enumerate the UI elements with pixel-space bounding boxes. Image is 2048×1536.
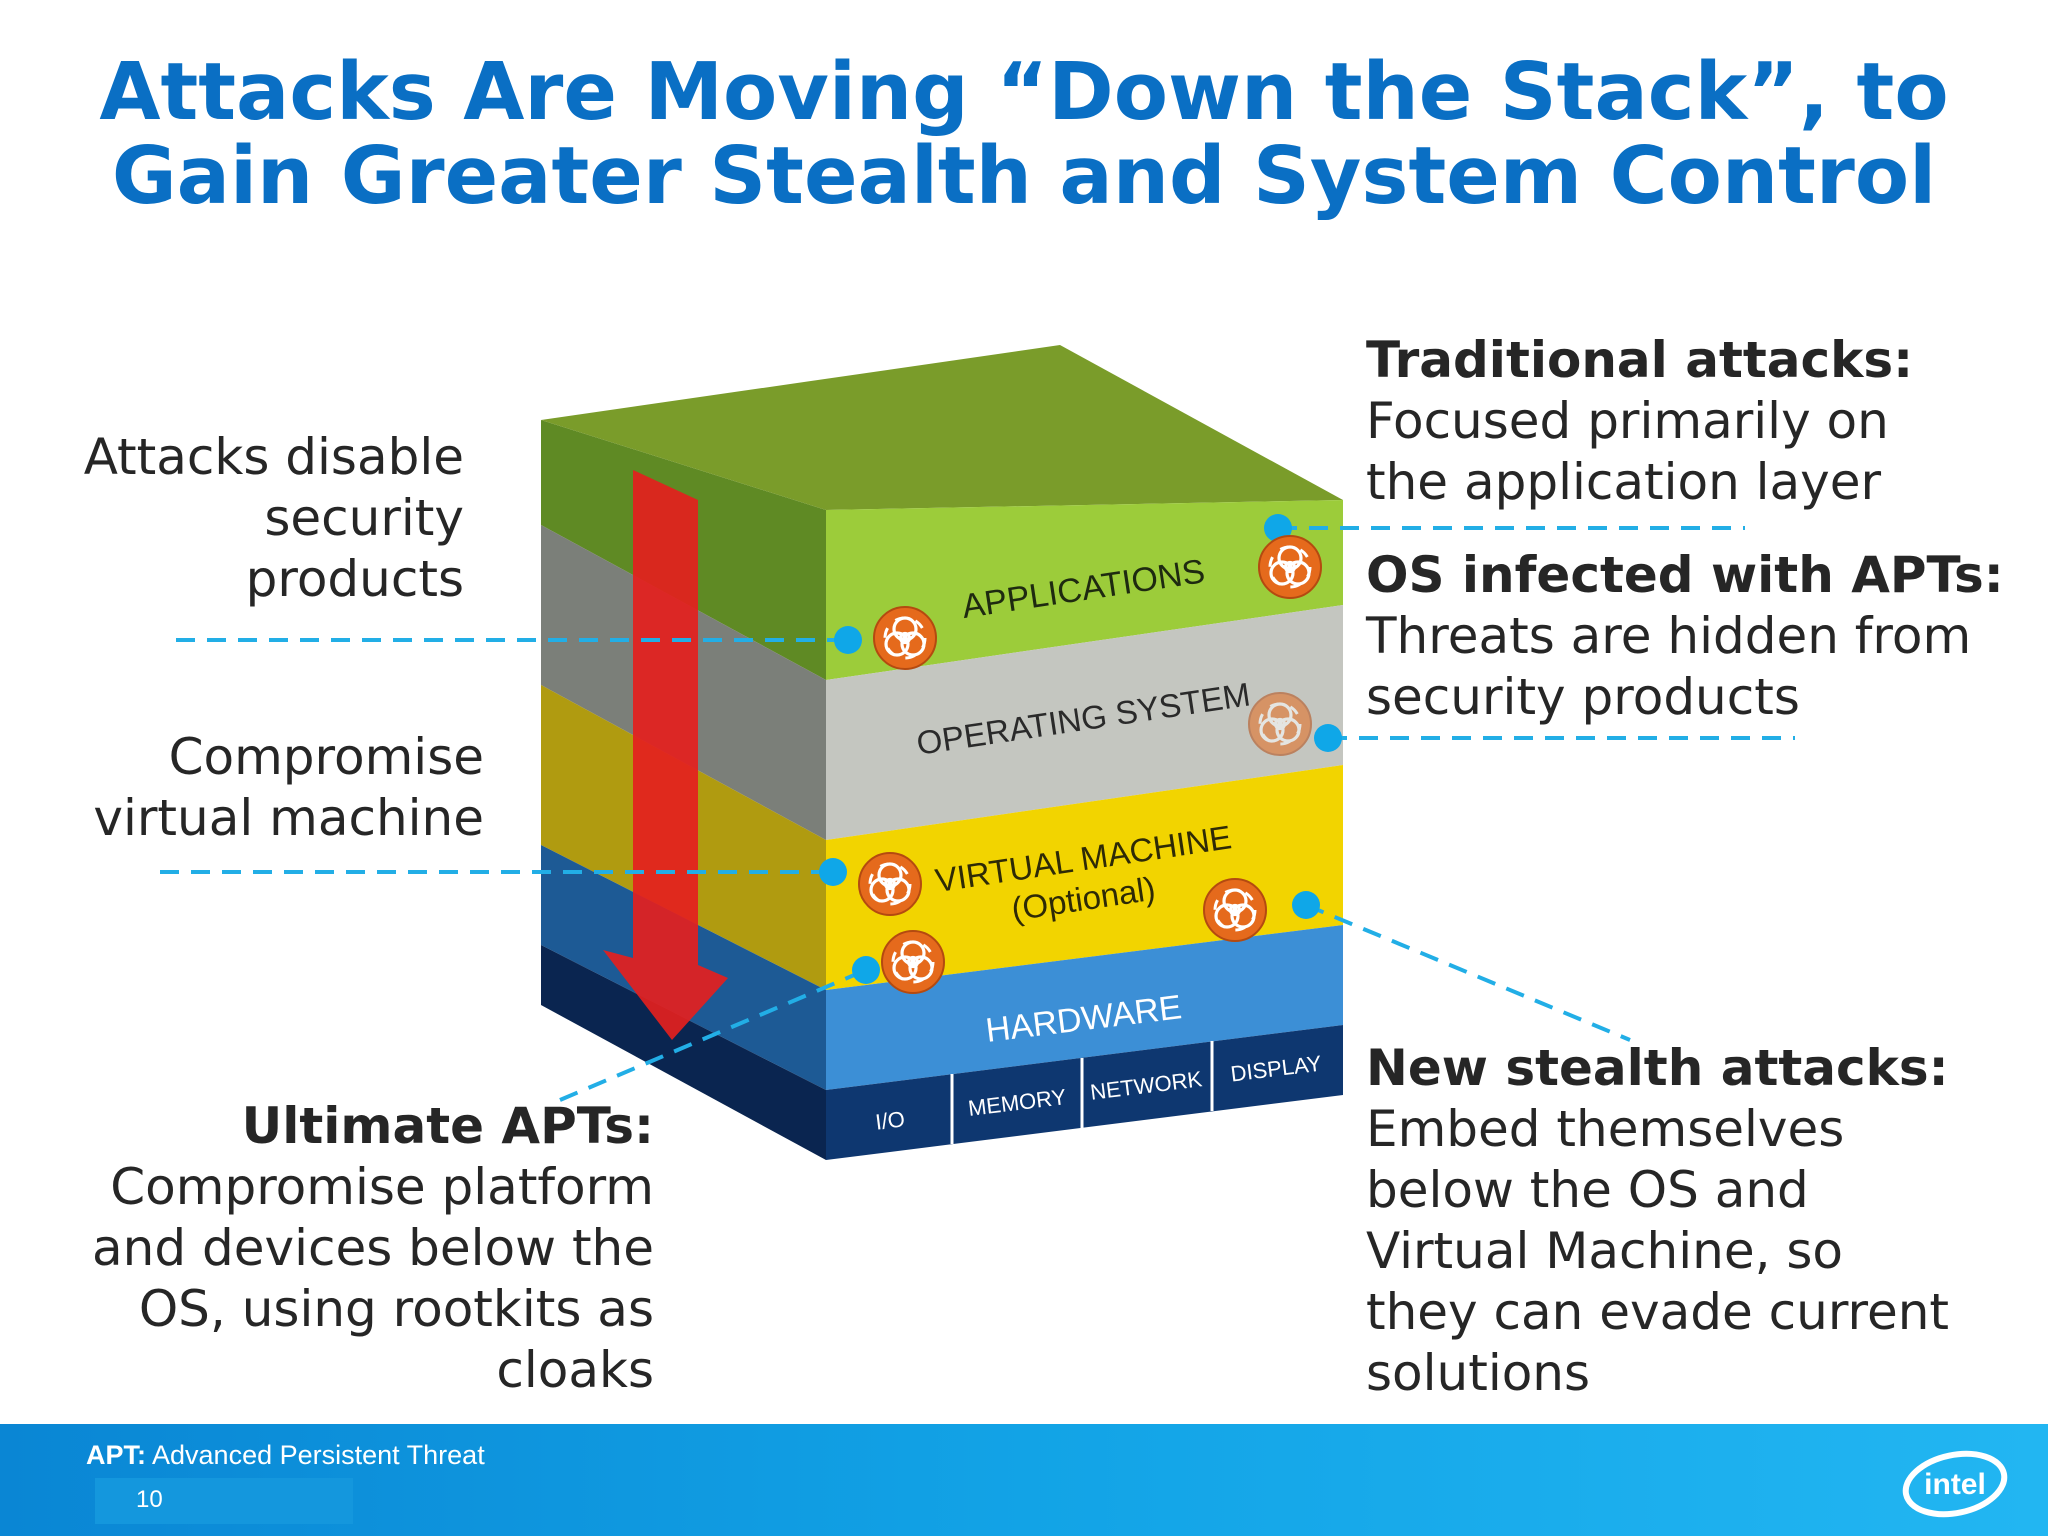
leader-dot-stealth <box>1292 891 1320 919</box>
callout-os-line: Threats are hidden from <box>1366 606 2036 667</box>
callout-ultimate-line: and devices below the <box>40 1218 654 1279</box>
callout-stealth-heading: New stealth attacks: <box>1366 1038 2016 1099</box>
leader-dot-vm <box>819 858 847 886</box>
leader-dot-ultimate <box>852 956 880 984</box>
device-io: I/O <box>874 1106 906 1134</box>
callout-disable-line: security <box>40 488 464 549</box>
callout-ultimate-line: OS, using rootkits as <box>40 1279 654 1340</box>
callout-traditional-line: Focused primarily on <box>1366 391 2016 452</box>
apt-footnote: APT: Advanced Persistent Threat <box>86 1440 485 1471</box>
callout-stealth-line: they can evade current <box>1366 1282 2016 1343</box>
apt-definition: Advanced Persistent Threat <box>152 1440 485 1470</box>
callout-stealth-line: solutions <box>1366 1343 2016 1404</box>
biohazard-icon <box>1204 879 1266 941</box>
callout-traditional-line: the application layer <box>1366 452 2016 513</box>
biohazard-icon <box>859 853 921 915</box>
callout-stealth: New stealth attacks: Embed themselves be… <box>1366 1038 2016 1404</box>
callout-disable-line: Attacks disable <box>40 427 464 488</box>
leader-dot-disable <box>834 626 862 654</box>
biohazard-icon <box>1249 693 1311 755</box>
biohazard-icon <box>874 607 936 669</box>
callout-ultimate-line: cloaks <box>40 1340 654 1401</box>
callout-stealth-line: Virtual Machine, so <box>1366 1221 2016 1282</box>
callout-os-heading: OS infected with APTs: <box>1366 545 2036 606</box>
callout-vm-line: Compromise <box>40 727 484 788</box>
callout-disable-line: products <box>40 549 464 610</box>
callout-ultimate-line: Compromise platform <box>40 1157 654 1218</box>
callout-stealth-line: below the OS and <box>1366 1160 2016 1221</box>
biohazard-icon <box>1259 536 1321 598</box>
callout-ultimate-heading: Ultimate APTs: <box>40 1096 654 1157</box>
callout-traditional: Traditional attacks: Focused primarily o… <box>1366 330 2016 513</box>
leader-dot-os <box>1314 724 1342 752</box>
callout-os-line: security products <box>1366 667 2036 728</box>
page-number-box <box>95 1478 353 1524</box>
callout-disable: Attacks disable security products <box>40 427 464 610</box>
biohazard-icon <box>882 931 944 993</box>
apt-abbr: APT: <box>86 1440 146 1470</box>
callout-ultimate: Ultimate APTs: Compromise platform and d… <box>40 1096 654 1401</box>
callout-stealth-line: Embed themselves <box>1366 1099 2016 1160</box>
page-number: 10 <box>136 1486 163 1514</box>
callout-vm: Compromise virtual machine <box>40 727 484 849</box>
callout-vm-line: virtual machine <box>40 788 484 849</box>
leader-line-stealth <box>1306 905 1630 1040</box>
intel-logo: intel <box>1900 1444 2010 1524</box>
intel-logo-text: intel <box>1924 1468 1986 1501</box>
callout-traditional-heading: Traditional attacks: <box>1366 330 2016 391</box>
callout-os: OS infected with APTs: Threats are hidde… <box>1366 545 2036 728</box>
